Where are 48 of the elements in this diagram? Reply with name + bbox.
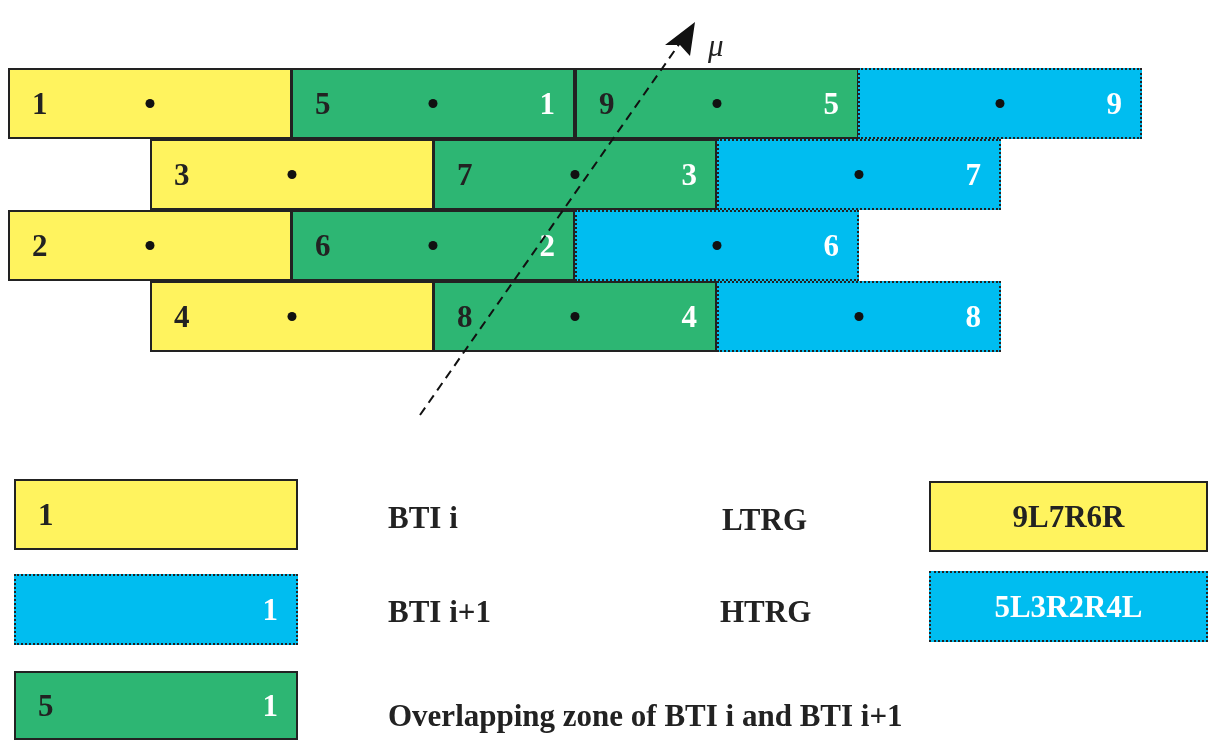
cell-number: 1 xyxy=(262,592,278,627)
legend-text: HTRG xyxy=(720,594,812,630)
legend-box xyxy=(14,479,298,550)
legend-text: Overlapping zone of BTI i and BTI i+1 xyxy=(388,698,903,734)
bti-cell xyxy=(433,281,717,352)
cell-number: 1 xyxy=(262,688,278,723)
cell-number: 3 xyxy=(681,157,697,192)
bti-cell xyxy=(575,210,859,281)
cell-number: 6 xyxy=(315,228,331,263)
cell-number: 1 xyxy=(38,497,54,532)
legend-box xyxy=(14,671,298,740)
trigger-code: 9L7R6R xyxy=(1011,499,1126,534)
bti-cell xyxy=(433,139,717,210)
cell-number: 1 xyxy=(32,86,48,121)
trigger-code: 5L3R2R4L xyxy=(993,589,1144,624)
cell-number: 8 xyxy=(965,299,981,334)
bti-cell xyxy=(8,68,292,139)
bti-cell xyxy=(717,139,1001,210)
cell-number: 6 xyxy=(823,228,839,263)
legend-text: LTRG xyxy=(722,502,807,538)
muon-label: μ xyxy=(708,28,724,64)
legend-text: BTI i+1 xyxy=(388,594,491,630)
cell-number: 5 xyxy=(38,688,54,723)
cell-number: 9 xyxy=(1106,86,1122,121)
bti-cell xyxy=(858,68,1142,139)
cell-number: 2 xyxy=(32,228,48,263)
bti-cell xyxy=(150,139,434,210)
cell-number: 4 xyxy=(681,299,697,334)
legend-text: BTI i xyxy=(388,500,458,536)
legend-box xyxy=(14,574,298,645)
bti-cell xyxy=(291,68,575,139)
cell-number: 3 xyxy=(174,157,190,192)
cell-number: 1 xyxy=(539,86,555,121)
bti-cell xyxy=(150,281,434,352)
cell-number: 7 xyxy=(457,157,473,192)
cell-number: 2 xyxy=(539,228,555,263)
cell-number: 4 xyxy=(174,299,190,334)
bti-cell xyxy=(291,210,575,281)
legend-box xyxy=(929,481,1208,552)
legend-box xyxy=(929,571,1208,642)
bti-cell xyxy=(8,210,292,281)
cell-number: 5 xyxy=(823,86,839,121)
bti-cell xyxy=(575,68,859,139)
bti-cell xyxy=(717,281,1001,352)
cell-number: 5 xyxy=(315,86,331,121)
cell-number: 7 xyxy=(965,157,981,192)
cell-number: 8 xyxy=(457,299,473,334)
cell-number: 9 xyxy=(599,86,615,121)
